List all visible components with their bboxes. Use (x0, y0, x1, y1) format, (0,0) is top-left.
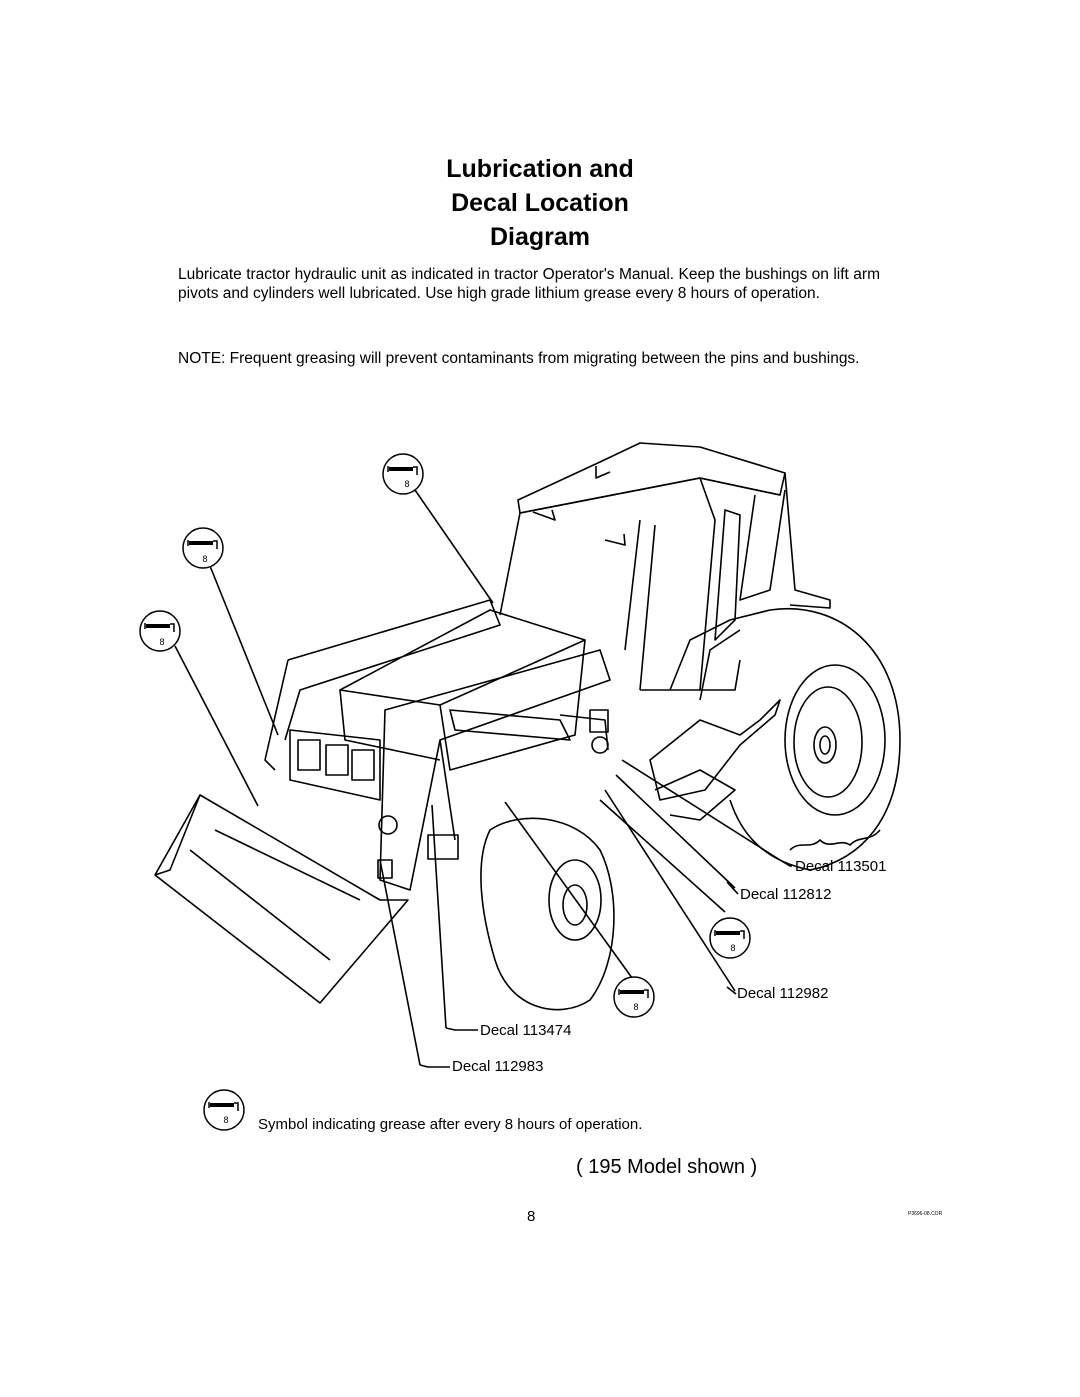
decal-label-112812: Decal 112812 (740, 886, 832, 903)
page-title: Lubrication and Decal Location Diagram (0, 152, 1080, 254)
model-note: ( 195 Model shown ) (576, 1156, 758, 1178)
title-line-3: Diagram (489, 223, 591, 251)
lubrication-instructions: Lubricate tractor hydraulic unit as indi… (178, 266, 880, 302)
decal-label-112983: Decal 112983 (452, 1058, 544, 1075)
svg-text:8: 8 (202, 554, 207, 564)
file-reference: P3696-08.COR (908, 1211, 943, 1217)
note-paragraph: NOTE: Frequent greasing will prevent con… (178, 350, 860, 367)
decal-label-112982: Decal 112982 (737, 985, 829, 1002)
svg-text:8: 8 (159, 637, 164, 647)
grease-symbol-numbers: 8 8 8 8 8 8 (159, 479, 735, 1125)
svg-text:8: 8 (404, 479, 409, 489)
decal-label-113474: Decal 113474 (480, 1022, 572, 1039)
title-line-2: Decal Location (451, 189, 629, 217)
svg-text:8: 8 (223, 1115, 228, 1125)
title-line-1: Lubrication and (446, 155, 634, 183)
decal-label-113501: Decal 113501 (795, 858, 887, 875)
page-number: 8 (527, 1208, 536, 1225)
grease-symbol-legend: Symbol indicating grease after every 8 h… (258, 1116, 643, 1133)
svg-text:8: 8 (730, 943, 735, 953)
svg-text:8: 8 (633, 1002, 638, 1012)
